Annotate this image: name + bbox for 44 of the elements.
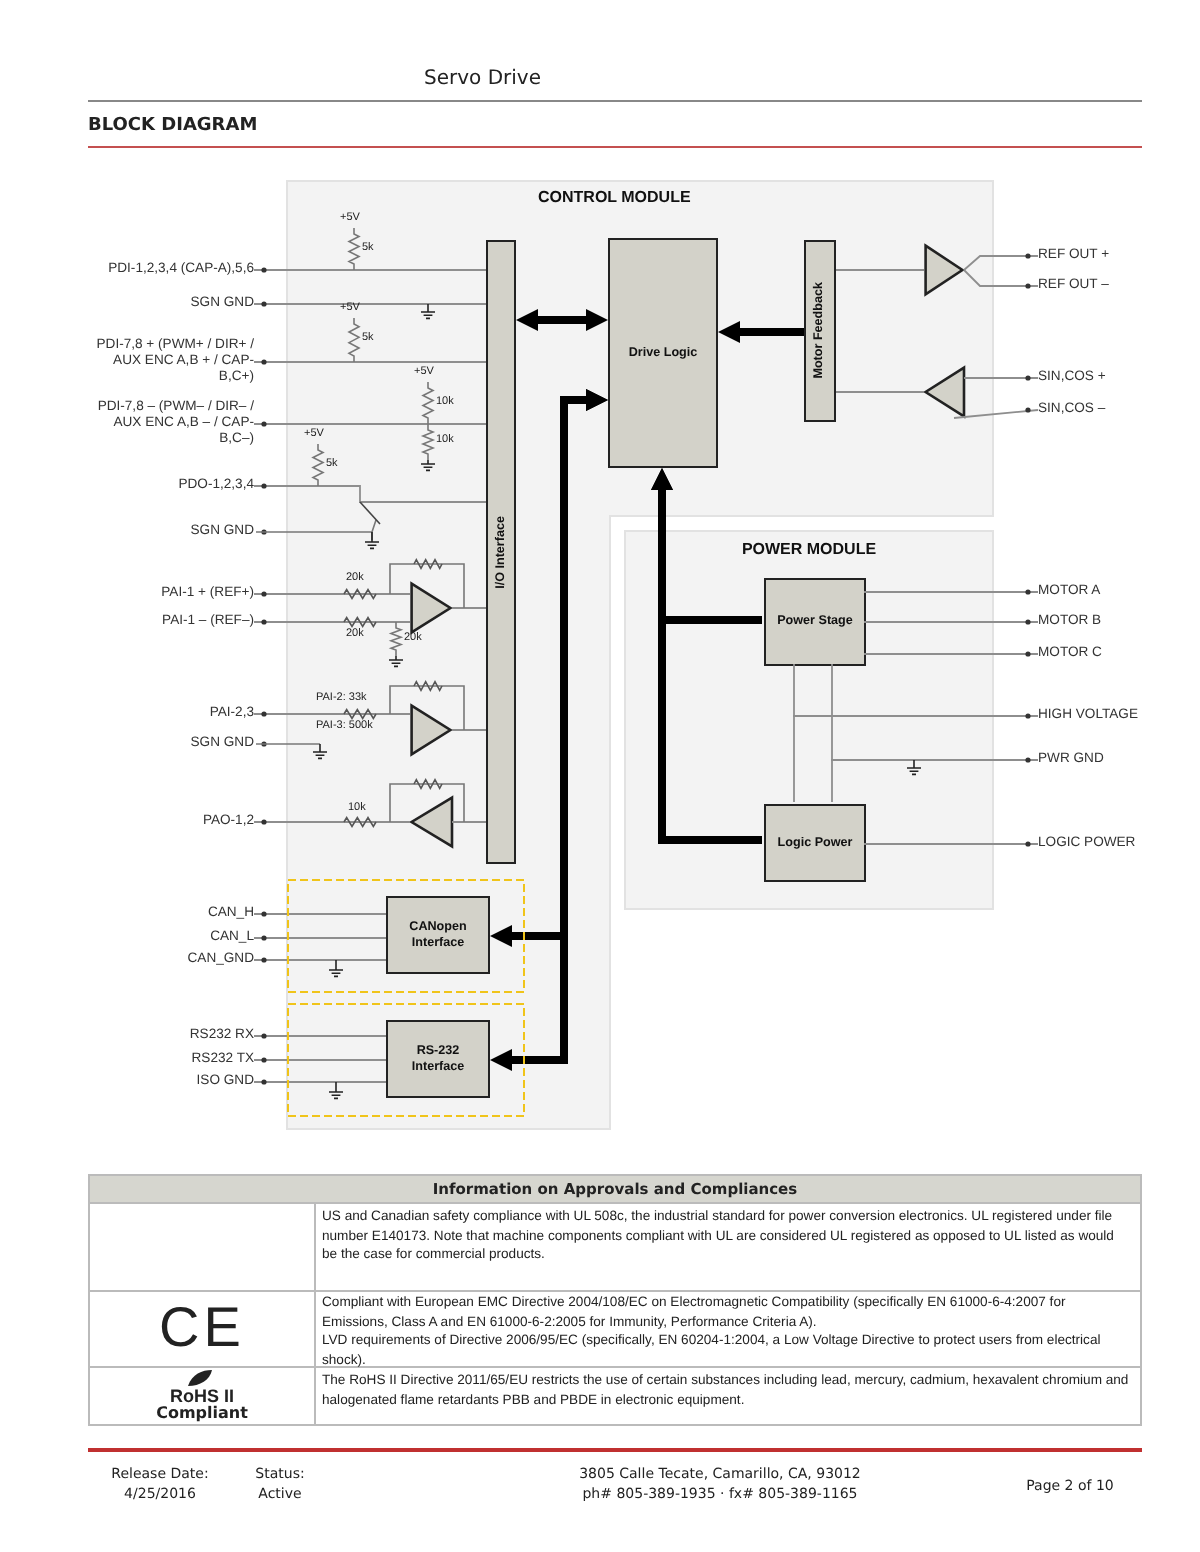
signal-line (253, 713, 411, 715)
panel-title: CONTROL MODULE (538, 188, 691, 206)
amplifier-symbol (924, 244, 964, 296)
signal-line (253, 1081, 387, 1083)
signal-line (253, 959, 387, 961)
amplifier-symbol (924, 366, 964, 418)
signal-line (253, 423, 487, 425)
section-heading: BLOCK DIAGRAM (88, 116, 258, 136)
signal-line (835, 391, 925, 393)
amplifier-symbol (410, 796, 452, 848)
signal-line (451, 821, 487, 823)
signal-line (963, 255, 1039, 271)
signal-line (253, 593, 411, 595)
amplifier-symbol (410, 704, 452, 756)
signal-line (253, 303, 487, 305)
signal-line (963, 269, 1039, 287)
signal-line (253, 821, 411, 823)
signal-line (253, 485, 487, 503)
header-title: Servo Drive (424, 68, 543, 90)
signal-line (863, 843, 1039, 845)
bus-arrow (718, 321, 804, 343)
signal-line (863, 591, 1039, 593)
rohs-mark: RoHS II (169, 1386, 234, 1406)
bus-arrow (516, 309, 608, 331)
signal-line (253, 913, 387, 915)
signal-line (253, 361, 487, 363)
signal-line (253, 621, 411, 623)
bus-arrow (651, 468, 762, 844)
signal-line (451, 729, 487, 731)
bus-arrow (490, 389, 608, 1071)
signal-line (953, 409, 1039, 419)
rohs-mark: Compliant (154, 1404, 250, 1422)
panel-title: POWER MODULE (739, 540, 879, 558)
signal-line (835, 269, 925, 271)
signal-line (963, 377, 1039, 379)
signal-line (253, 937, 387, 939)
signal-line (863, 621, 1039, 623)
signal-line (253, 1059, 387, 1061)
amplifier-symbol (410, 582, 452, 634)
signal-line (863, 653, 1039, 655)
signal-line (253, 269, 487, 271)
signal-line (253, 1035, 387, 1037)
ce-mark: CE (157, 1298, 247, 1358)
signal-line (451, 607, 487, 609)
